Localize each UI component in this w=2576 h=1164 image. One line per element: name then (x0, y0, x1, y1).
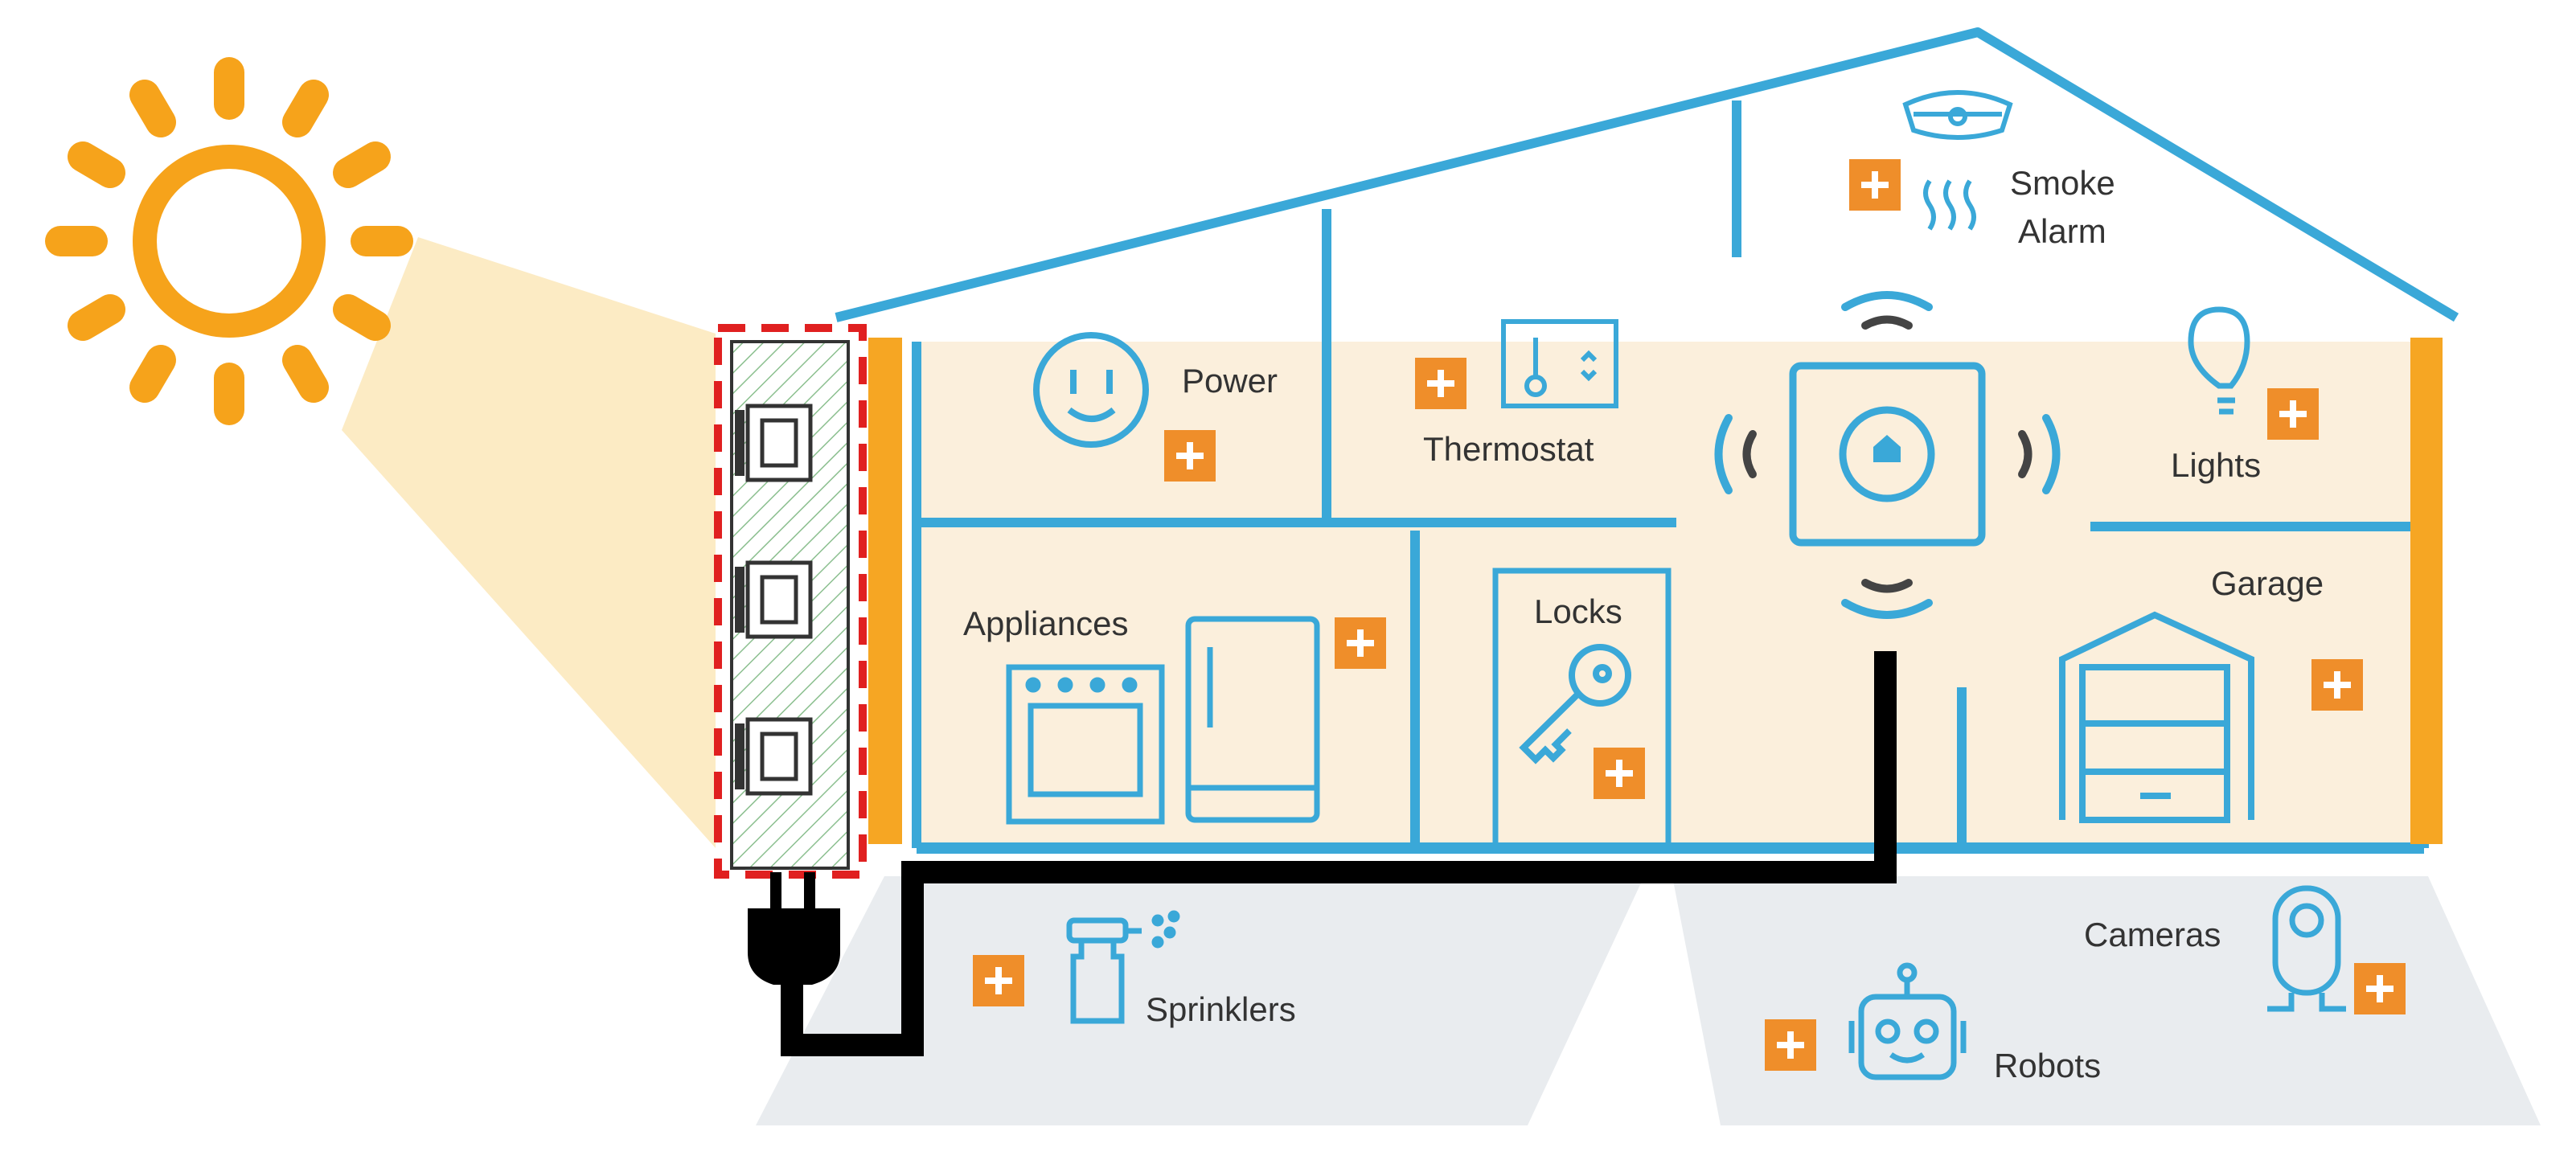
solar-panel-icon (714, 324, 867, 879)
house-roof (835, 27, 2459, 322)
right-accent-bar (2410, 338, 2443, 844)
robot-icon (1848, 962, 1967, 1080)
light-bulb-icon (2188, 306, 2250, 415)
power-cable (781, 651, 1897, 1056)
sun-icon (45, 57, 413, 425)
oven-icon (1006, 664, 1165, 825)
plus-badge-icon (1594, 748, 1645, 799)
plus-badge-icon (2311, 659, 2363, 711)
plus-badge-icon (1765, 1019, 1816, 1071)
label-thermostat: Thermostat (1423, 430, 1594, 468)
label-sprinklers: Sprinklers (1146, 990, 1296, 1028)
label-locks: Locks (1534, 592, 1622, 630)
plus-badge-icon (973, 955, 1024, 1006)
power-plug-icon (748, 872, 840, 985)
label-lights: Lights (2171, 446, 2261, 484)
label-appliances: Appliances (963, 605, 1128, 642)
camera-icon (2267, 885, 2346, 1012)
plus-badge-icon (1164, 430, 1216, 482)
ground-left (756, 876, 1644, 1125)
fridge-icon (1185, 616, 1320, 823)
garage-door-icon (2059, 611, 2254, 823)
label-smoke: Smoke (2010, 164, 2115, 202)
label-garage: Garage (2211, 564, 2324, 602)
label-alarm: Alarm (2018, 212, 2106, 250)
sun-beam (342, 237, 716, 848)
plus-badge-icon (1335, 617, 1386, 669)
label-robots: Robots (1994, 1047, 2101, 1084)
plus-badge-icon (2354, 963, 2406, 1014)
left-accent-bar (868, 338, 902, 844)
smoke-alarm-icon (1902, 90, 2013, 231)
wifi-waves (1714, 291, 2061, 619)
ground-right (1672, 876, 2541, 1125)
smart-home-hub-icon (1789, 362, 1986, 547)
plus-badge-icon (1415, 358, 1466, 409)
plus-badge-icon (2267, 388, 2319, 440)
plus-badge-icon (1849, 159, 1901, 211)
key-icon (1519, 644, 1631, 764)
label-cameras: Cameras (2084, 916, 2221, 953)
thermostat-icon (1501, 319, 1618, 408)
power-outlet-icon (1033, 332, 1149, 448)
locks-door (1492, 568, 1672, 851)
label-power: Power (1182, 362, 1278, 400)
sprinkler-icon (1066, 910, 1180, 1024)
